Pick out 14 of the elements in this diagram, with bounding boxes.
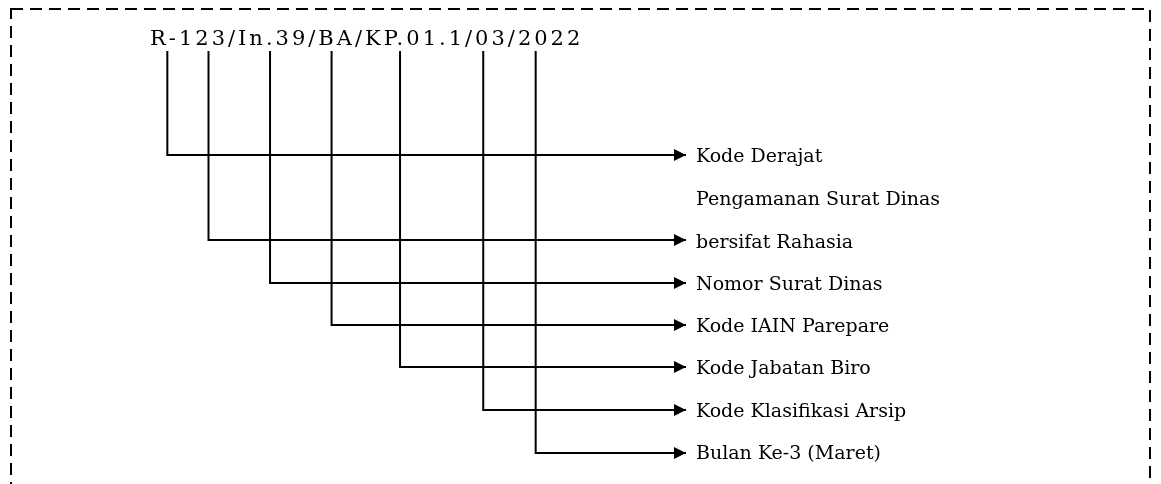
annotation-text: Kode Jabatan Biro [696,346,996,389]
leader-arrow [330,50,687,331]
leader-arrow [399,50,687,373]
leader-arrow [269,50,687,289]
annotation-text: Kode Klasifikasi Arsip [696,389,996,432]
leader-arrow [166,50,687,161]
annotation-text: Bulan Ke-3 (Maret) [696,431,996,474]
annotation-text: Kode IAIN Parepare [696,304,996,347]
code-text: R-123/In.39/BA/KP.01.1/03/2022 [150,18,630,58]
leader-arrow [207,50,687,246]
leader-arrow [534,50,687,459]
annotation-text: Nomor Surat Dinas [696,262,996,305]
leader-arrow [482,50,687,416]
annotation-text: Kode Derajat Pengamanan Surat Dinas bersifat Rahasia [696,134,951,263]
